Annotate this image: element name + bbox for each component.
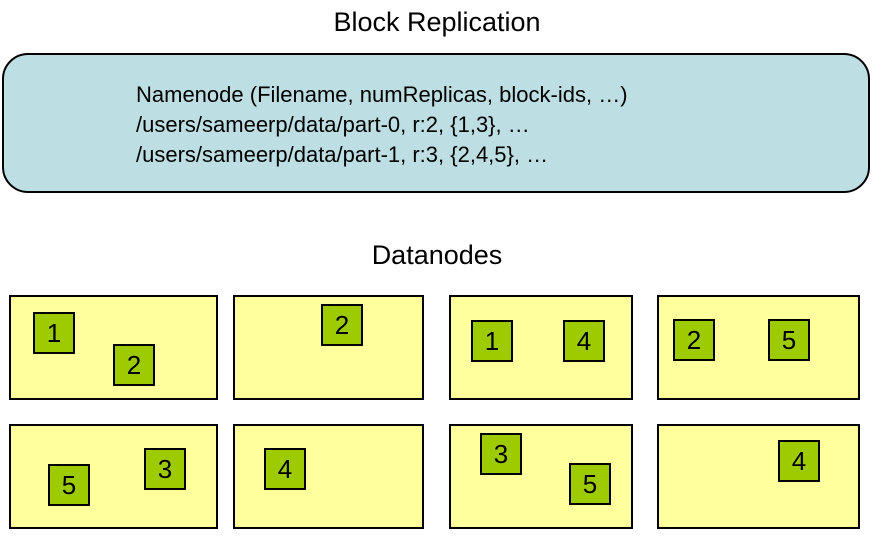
block-square: 2 [113, 344, 155, 386]
block-square: 4 [778, 440, 820, 482]
datanode-8: 4 [657, 424, 860, 529]
datanode-6: 4 [233, 424, 424, 529]
block-square: 3 [480, 433, 522, 475]
block-square: 4 [563, 320, 605, 362]
block-square: 5 [768, 319, 810, 361]
datanode-3: 1 4 [449, 295, 633, 400]
block-square: 1 [33, 312, 75, 354]
block-square: 3 [144, 448, 186, 490]
namenode-box: Namenode (Filename, numReplicas, block-i… [2, 53, 870, 193]
namenode-line-header: Namenode (Filename, numReplicas, block-i… [136, 82, 628, 107]
page-title: Block Replication [333, 7, 541, 37]
datanodes-title: Datanodes [371, 240, 503, 270]
block-square: 4 [264, 448, 306, 490]
block-square: 1 [471, 320, 513, 362]
datanode-4: 2 5 [657, 295, 860, 400]
datanode-1: 1 2 [9, 295, 218, 400]
datanode-7: 3 5 [449, 424, 633, 529]
datanode-2: 2 [233, 295, 424, 400]
namenode-line-part0: /users/sameerp/data/part-0, r:2, {1,3}, … [136, 112, 530, 137]
namenode-line-part1: /users/sameerp/data/part-1, r:3, {2,4,5}… [136, 142, 549, 167]
block-square: 2 [321, 304, 363, 346]
namenode-text: Namenode (Filename, numReplicas, block-i… [136, 80, 628, 170]
datanode-5: 5 3 [9, 424, 218, 529]
block-square: 2 [673, 319, 715, 361]
block-square: 5 [48, 464, 90, 506]
block-square: 5 [569, 463, 611, 505]
